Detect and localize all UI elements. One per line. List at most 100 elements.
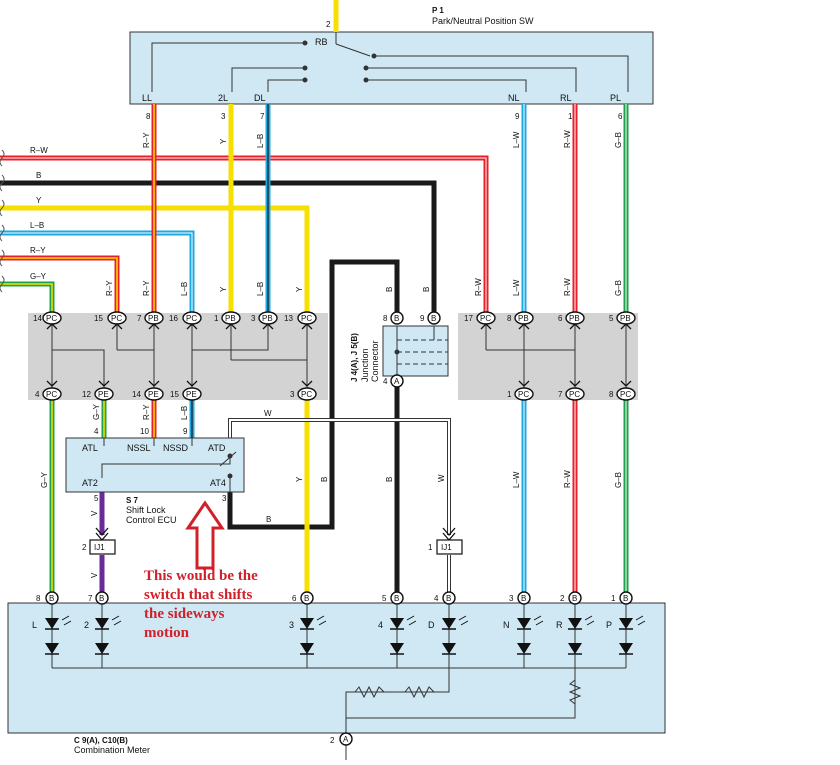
- svg-text:R–Y: R–Y: [142, 404, 151, 420]
- svg-text:B: B: [521, 594, 526, 603]
- svg-text:B: B: [623, 594, 628, 603]
- svg-text:G–Y: G–Y: [92, 403, 101, 420]
- svg-text:This would be the: This would be the: [144, 568, 258, 584]
- svg-text:PB: PB: [569, 314, 580, 323]
- svg-text:7: 7: [88, 594, 93, 603]
- svg-text:3: 3: [221, 112, 226, 121]
- svg-text:N: N: [503, 620, 510, 630]
- junction-pin: 8 PB: [507, 311, 534, 325]
- svg-text:3: 3: [509, 594, 514, 603]
- svg-text:PB: PB: [262, 314, 273, 323]
- svg-text:7: 7: [137, 314, 142, 323]
- meter-label: C 9(A), C10(B) Combination Meter: [74, 736, 150, 755]
- svg-text:PB: PB: [620, 314, 631, 323]
- meter-bottom-pin: 2 A: [330, 732, 353, 746]
- led-icon: [45, 615, 72, 630]
- svg-text:14: 14: [33, 314, 42, 323]
- svg-text:7: 7: [558, 390, 563, 399]
- svg-text:L: L: [32, 620, 37, 630]
- svg-text:PE: PE: [98, 390, 109, 399]
- svg-text:PC: PC: [569, 390, 580, 399]
- s7-internal: [101, 438, 237, 492]
- svg-text:R: R: [556, 620, 563, 630]
- svg-text:A: A: [394, 377, 400, 386]
- svg-text:LL: LL: [142, 93, 152, 103]
- svg-text:L–B: L–B: [180, 406, 189, 420]
- svg-text:B: B: [394, 594, 399, 603]
- svg-text:Y: Y: [295, 476, 304, 482]
- junction-pin: 7 PB: [137, 311, 164, 325]
- svg-text:B: B: [266, 515, 271, 524]
- svg-text:3: 3: [289, 620, 294, 630]
- svg-text:Combination Meter: Combination Meter: [74, 745, 150, 755]
- svg-text:DL: DL: [254, 93, 266, 103]
- svg-text:B: B: [385, 287, 394, 292]
- svg-text:PC: PC: [301, 390, 312, 399]
- wire-w: [228, 418, 451, 535]
- svg-text:PC: PC: [518, 390, 529, 399]
- s7-terminals: ATL NSSL NSSD ATD AT2 AT4: [82, 443, 226, 488]
- svg-text:16: 16: [169, 314, 178, 323]
- svg-text:1: 1: [507, 390, 512, 399]
- ij1-right: IJ1 1: [428, 527, 463, 555]
- svg-text:4: 4: [35, 390, 40, 399]
- svg-text:Y: Y: [36, 196, 42, 205]
- svg-text:L–B: L–B: [256, 134, 265, 148]
- annotation-arrow-icon: [185, 500, 225, 570]
- svg-text:5: 5: [609, 314, 614, 323]
- svg-text:3: 3: [251, 314, 256, 323]
- svg-text:1: 1: [568, 112, 573, 121]
- svg-text:C 9(A), C10(B): C 9(A), C10(B): [74, 736, 128, 745]
- svg-text:V: V: [90, 510, 99, 516]
- junction-connector-box: [382, 325, 449, 377]
- junction-block-left: [28, 313, 328, 400]
- mid-wire-codes: G–Y G–Y R–Y L–B Y B B B W W L–W R–W G–B …: [40, 403, 623, 578]
- svg-text:8: 8: [507, 314, 512, 323]
- svg-text:Y: Y: [219, 138, 228, 144]
- s7-ecu-box: [65, 437, 245, 493]
- svg-text:PB: PB: [225, 314, 236, 323]
- svg-text:Connector: Connector: [370, 340, 380, 382]
- svg-text:R–W: R–W: [474, 278, 483, 296]
- svg-text:PB: PB: [518, 314, 529, 323]
- svg-text:R–Y: R–Y: [30, 246, 46, 255]
- svg-text:14: 14: [132, 390, 141, 399]
- svg-text:4: 4: [434, 594, 439, 603]
- svg-text:B: B: [49, 594, 54, 603]
- svg-text:L–W: L–W: [512, 131, 521, 148]
- junction-block-right: [458, 313, 638, 400]
- svg-text:L–W: L–W: [512, 279, 521, 296]
- svg-text:G–B: G–B: [614, 472, 623, 488]
- svg-text:8: 8: [146, 112, 151, 121]
- svg-text:motion: motion: [144, 625, 190, 641]
- ij1-left: IJ1 2: [82, 527, 116, 555]
- svg-text:8: 8: [609, 390, 614, 399]
- svg-text:G–B: G–B: [614, 132, 623, 148]
- svg-text:L–B: L–B: [30, 221, 44, 230]
- svg-text:PE: PE: [186, 390, 197, 399]
- svg-text:5: 5: [382, 594, 387, 603]
- svg-text:7: 7: [260, 112, 265, 121]
- svg-text:G–Y: G–Y: [40, 471, 49, 488]
- svg-text:8: 8: [383, 314, 388, 323]
- svg-text:W: W: [264, 409, 272, 418]
- svg-text:L–B: L–B: [256, 282, 265, 296]
- svg-text:the sideways: the sideways: [144, 606, 225, 622]
- svg-text:R–Y: R–Y: [105, 280, 114, 296]
- svg-text:1: 1: [214, 314, 219, 323]
- svg-text:R–Y: R–Y: [142, 280, 151, 296]
- svg-text:AT4: AT4: [210, 478, 226, 488]
- svg-text:2: 2: [82, 543, 87, 552]
- wire-g-y-left: [0, 281, 55, 313]
- svg-text:B: B: [422, 287, 431, 292]
- svg-text:PB: PB: [148, 314, 159, 323]
- svg-text:10: 10: [140, 427, 149, 436]
- p1-top-pin: 2: [326, 20, 331, 29]
- junction-internal-lines: [51, 324, 627, 388]
- svg-text:2L: 2L: [218, 93, 228, 103]
- svg-text:9: 9: [515, 112, 520, 121]
